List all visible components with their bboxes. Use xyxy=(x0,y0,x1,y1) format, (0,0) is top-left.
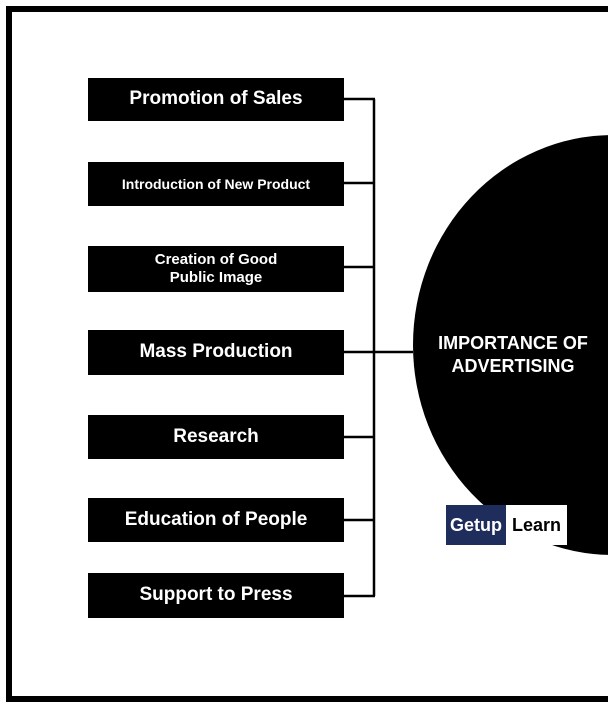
item-support-to-press: Support to Press xyxy=(88,573,344,618)
brand-logo-learn: Learn xyxy=(506,505,568,545)
item-research: Research xyxy=(88,415,344,459)
center-title: IMPORTANCE OF ADVERTISING xyxy=(438,333,588,376)
brand-logo: Getup Learn xyxy=(446,505,568,545)
outer-frame xyxy=(6,6,608,702)
item-introduction-of-new-product: Introduction of New Product xyxy=(88,162,344,206)
item-education-of-people: Education of People xyxy=(88,498,344,542)
item-promotion-of-sales: Promotion of Sales xyxy=(88,78,344,121)
item-creation-of-good-public-image: Creation of Good Public Image xyxy=(88,246,344,292)
item-mass-production: Mass Production xyxy=(88,330,344,375)
brand-logo-getup: Getup xyxy=(446,505,506,545)
